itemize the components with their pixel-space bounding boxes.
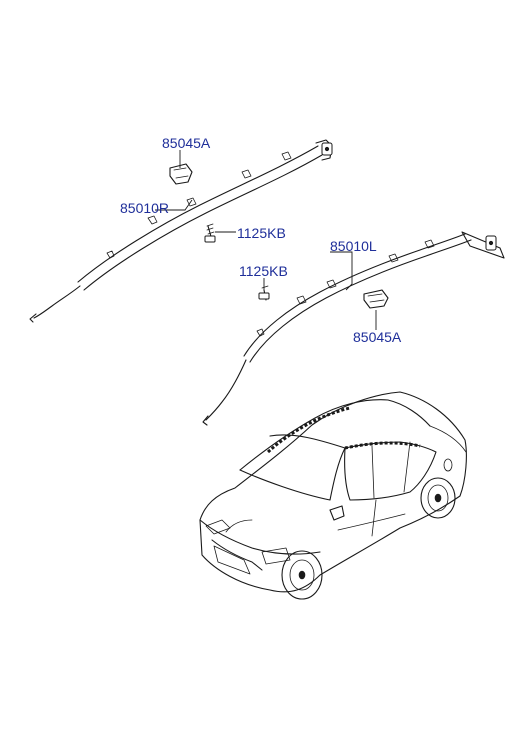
curtain-airbag-right bbox=[29, 139, 333, 323]
curtain-airbag-left bbox=[202, 231, 505, 426]
label-85045a-lower[interactable]: 85045A bbox=[353, 329, 402, 345]
bolt-lower bbox=[258, 285, 270, 301]
label-1125kb-lower[interactable]: 1125KB bbox=[239, 263, 288, 279]
bracket-lower bbox=[363, 289, 389, 309]
label-1125kb-upper[interactable]: 1125KB bbox=[237, 225, 286, 241]
label-85010l[interactable]: 85010L bbox=[330, 238, 377, 254]
bracket-upper bbox=[169, 163, 193, 185]
label-85045a-upper[interactable]: 85045A bbox=[162, 135, 211, 151]
bolt-upper bbox=[204, 223, 216, 243]
leader-lines bbox=[155, 150, 377, 330]
label-85010r[interactable]: 85010R bbox=[120, 200, 170, 216]
vehicle-outline bbox=[199, 391, 467, 600]
